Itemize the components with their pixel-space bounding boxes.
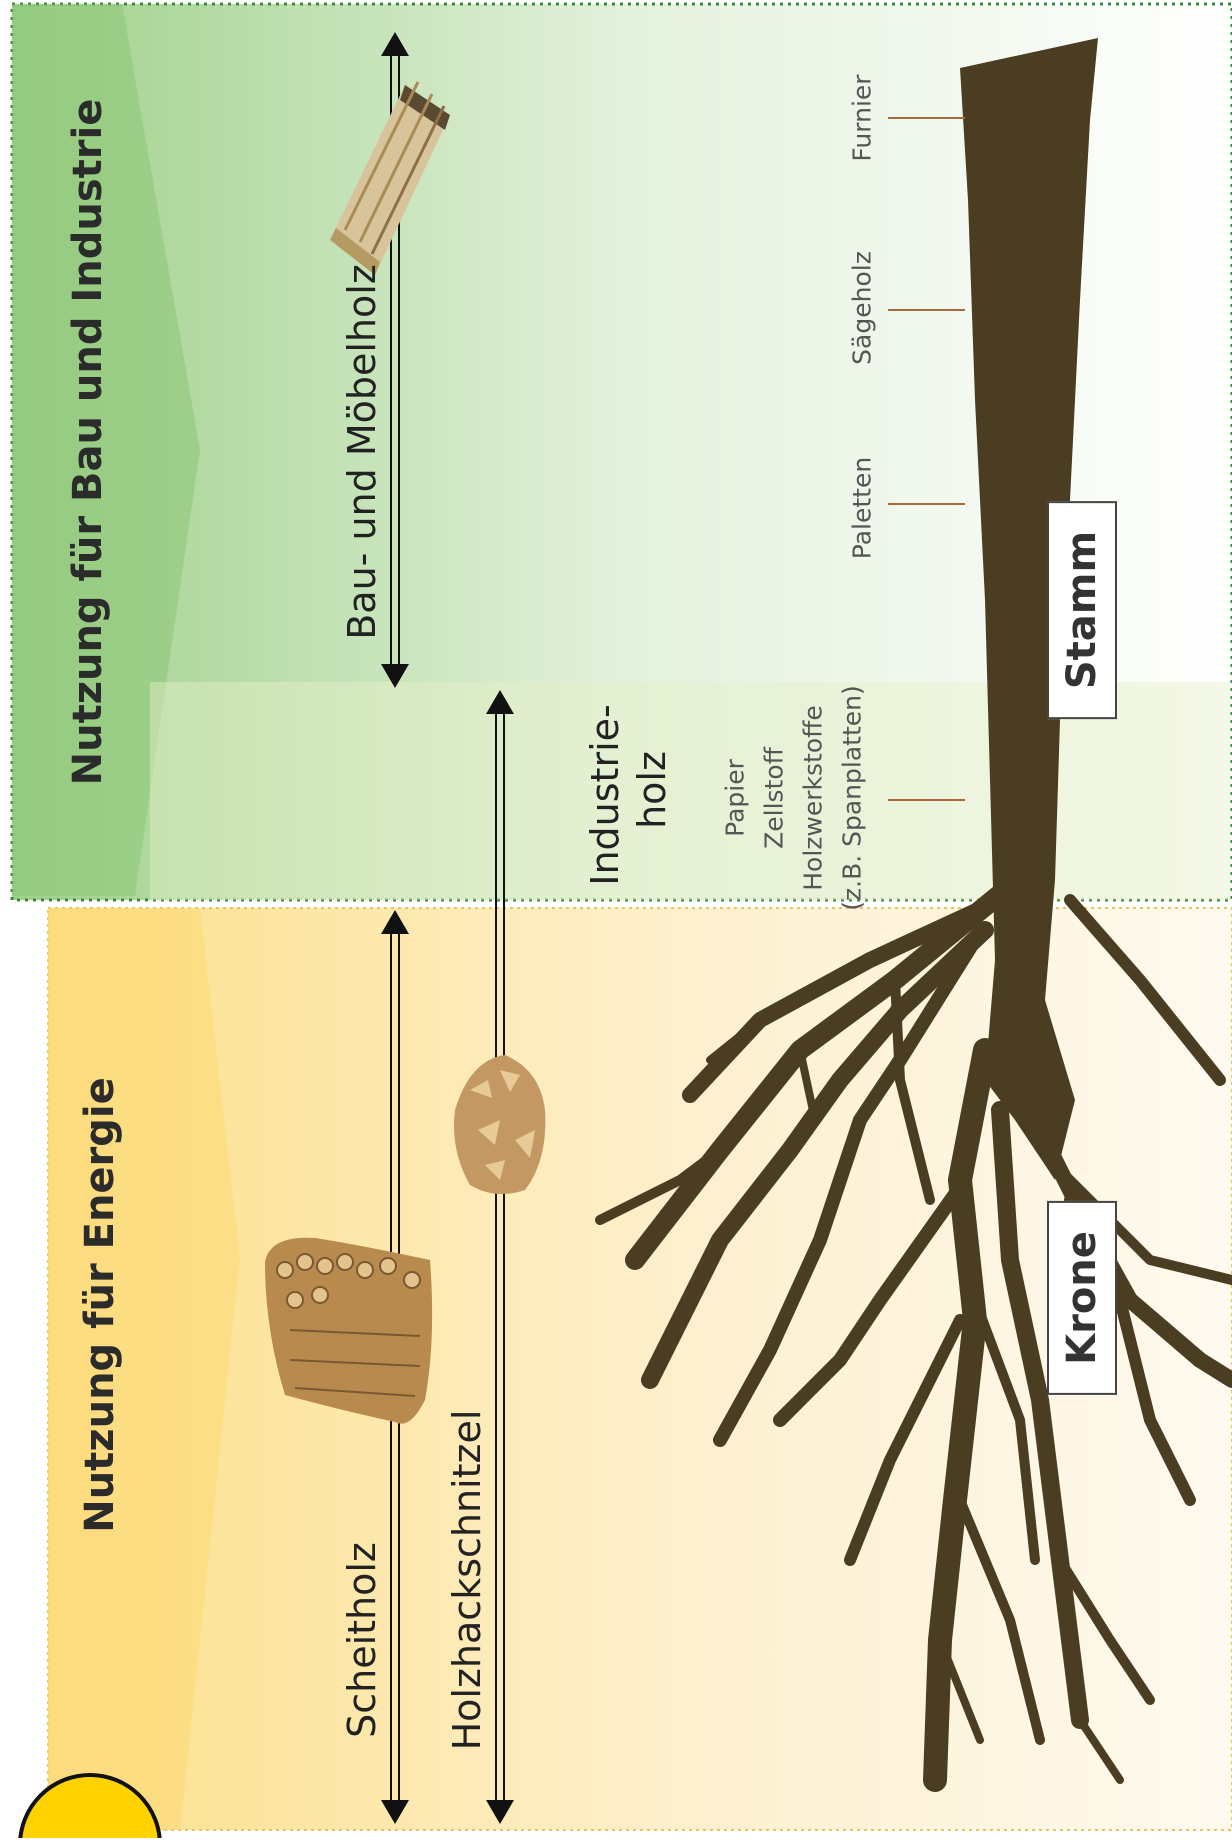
industrieholz-label-line1: Industrie- <box>583 704 627 886</box>
industrieholz-use-line3: Holzwerkstoffe <box>798 705 828 891</box>
tree-silhouette <box>595 38 1232 1792</box>
holzhackschnitzel-label: Holzhackschnitzel <box>445 1409 489 1751</box>
firewood-pile-image <box>265 1237 433 1424</box>
corner-badge <box>18 1773 162 1842</box>
energy-band-title: Nutzung für Energie <box>77 1077 123 1533</box>
lumber-stack-image <box>330 81 450 275</box>
energy-band-chevron <box>48 908 240 1830</box>
krone-label-box: Krone <box>1047 1201 1117 1395</box>
wood-chips-image <box>454 1055 546 1194</box>
industry-band-title: Nutzung für Bau und Industrie <box>65 98 111 786</box>
tree-tick-lines <box>888 117 965 801</box>
industry-band-chevron <box>12 4 200 896</box>
industrieholz-label-line2: holz <box>630 751 674 829</box>
industrieholz-use-line4: (z.B. Spanplatten) <box>837 685 867 911</box>
saegeholz-label: Sägeholz <box>847 251 877 365</box>
scheitholz-label: Scheitholz <box>340 1542 384 1738</box>
industrieholz-use-line1: Papier <box>720 759 750 837</box>
furnier-label: Furnier <box>847 74 877 162</box>
bau-moebelholz-label: Bau- und Möbelholz <box>340 264 384 640</box>
stamm-label-box: Stamm <box>1047 500 1117 720</box>
paletten-label: Paletten <box>847 456 877 560</box>
holzhackschnitzel-arrow <box>486 690 514 1824</box>
industrieholz-use-line2: Zellstoff <box>759 747 789 849</box>
